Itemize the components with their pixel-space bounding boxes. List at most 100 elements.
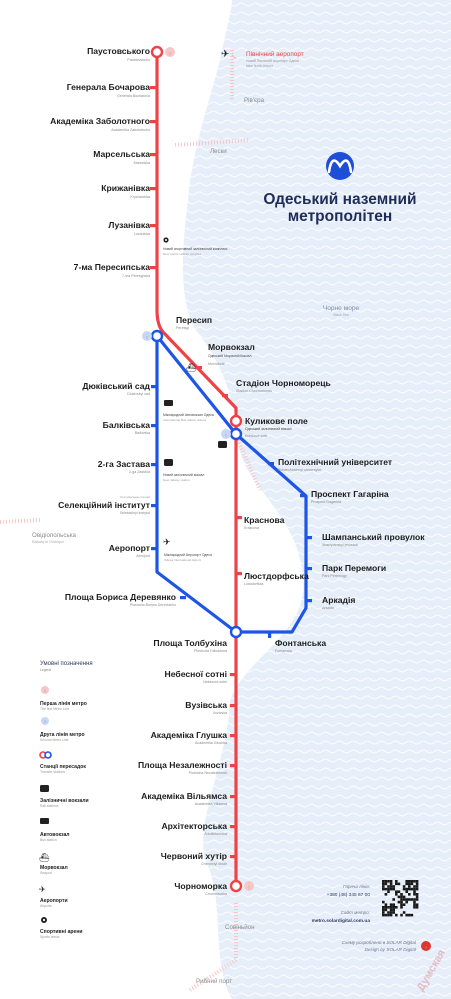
qr-cell — [382, 887, 385, 891]
station-selektsiinyi[interactable]: Селекційний інститут — [58, 500, 150, 510]
station-paustovskoho[interactable]: Паустовського — [87, 46, 150, 56]
site-link[interactable]: metro.solardigital.com.ua — [312, 918, 371, 924]
legend-bus-icon — [40, 818, 49, 824]
station-liustdorfska[interactable]: Люстдорфська — [244, 571, 309, 581]
station-tick — [196, 366, 202, 370]
rail-new-label: Новий залізничний вокзал — [163, 473, 204, 477]
station-arkadia[interactable]: Аркадія — [322, 595, 355, 605]
qr-cell — [408, 882, 411, 886]
station-marselska[interactable]: Марсельська — [93, 149, 150, 159]
qr-cell — [405, 900, 408, 904]
station-chervonyi-khutir[interactable]: Червоний хутір — [161, 851, 227, 861]
hotline-phone[interactable]: +380 (48) 345 67 00 — [327, 892, 371, 898]
station-krasnova[interactable]: Краснова — [244, 515, 285, 525]
station-glushka[interactable]: Академіка Глушка — [151, 730, 228, 740]
qr-cell — [392, 898, 395, 901]
station-tick — [151, 504, 157, 508]
sports-complex-label: Новий спортивний залізничний комплекс — [163, 247, 228, 251]
station-tolbukhina[interactable]: Площа Толбухіна — [153, 638, 227, 648]
red-station-labels: Паустовського Paustovskoho Генерала Боча… — [50, 46, 331, 896]
station-2-zastava[interactable]: 2-га Застава — [98, 459, 150, 469]
station-arkhitektorska[interactable]: Архітекторська — [161, 821, 227, 831]
transfer-circle-kulykove-red — [229, 414, 243, 428]
station-luzanivka[interactable]: Лузанівка — [108, 220, 150, 230]
qr-cell — [395, 906, 398, 909]
qr-cell — [384, 906, 388, 909]
site-label: Сайт метро: — [341, 909, 371, 915]
station-peresyp[interactable]: Пересип — [176, 315, 212, 325]
qr-cell — [387, 906, 390, 909]
legend-blue-line-num: 2 — [44, 720, 46, 724]
qr-cell — [389, 903, 393, 906]
station-translit: Fontanska — [275, 649, 292, 653]
rail-new-en: New railway station — [163, 478, 190, 482]
qr-cell — [415, 906, 419, 909]
station-translit: Ploshcha Tolbukhina — [194, 649, 227, 653]
station-tick — [236, 572, 242, 576]
station-kulykove[interactable]: Куликове поле — [245, 416, 308, 426]
legend-header-en: Legend — [40, 668, 51, 672]
qr-cell — [387, 885, 390, 888]
help-label: Гаряча лінія: — [343, 884, 371, 889]
qr-cell — [389, 913, 393, 917]
qr-cell — [400, 895, 403, 899]
qr-code-icon[interactable] — [382, 880, 419, 917]
station-nebesnoi-sotni[interactable]: Небесної сотні — [165, 669, 227, 679]
station-vuzivska[interactable]: Вузівська — [185, 700, 227, 710]
station-aeroport[interactable]: Аеропорт — [109, 543, 150, 553]
station-tick — [230, 825, 236, 829]
red-line — [155, 52, 238, 886]
qr-cell — [395, 880, 398, 883]
station-tick — [150, 86, 156, 90]
station-derevianko[interactable]: Площа Бориса Деревянко — [65, 592, 176, 602]
station-fontanska[interactable]: Фонтанська — [275, 638, 326, 648]
station-tick — [180, 596, 186, 600]
qr-cell — [402, 887, 406, 891]
station-shampanskyi[interactable]: Шампанський провулок — [322, 532, 425, 542]
transfer-circle-kulykove-blue — [229, 427, 243, 441]
qr-cell — [397, 895, 401, 899]
north-airport-label: Північний аеропорт — [246, 50, 304, 58]
qr-cell — [413, 893, 416, 896]
line-badge-red-top — [165, 47, 175, 57]
airplane-icon: ✈ — [221, 49, 229, 60]
station-bocharova[interactable]: Генерала Бочарова — [67, 82, 150, 92]
qr-cell — [402, 885, 406, 888]
north-airport-sub1: Новий Північний Аеропорт Одеса — [246, 59, 299, 63]
station-nezalezhnosti[interactable]: Площа Незалежності — [138, 760, 227, 770]
station-diukivskyi-sad[interactable]: Дюківський сад — [82, 381, 150, 391]
qr-cell — [395, 893, 398, 896]
station-tick — [268, 462, 274, 466]
station-tick — [151, 424, 157, 428]
qr-cell — [400, 906, 403, 909]
qr-cell — [384, 908, 388, 912]
station-translit: Nebesnoi sotni — [203, 680, 227, 684]
station-translit: Academika Viliamsa — [195, 802, 227, 806]
transfer-circle-tolbukhina — [229, 625, 243, 639]
qr-cell — [408, 880, 411, 883]
red-line-ticks — [150, 86, 242, 859]
station-balkivska[interactable]: Балківська — [103, 420, 151, 430]
qr-cell — [384, 893, 388, 896]
station-gagarina[interactable]: Проспект Гагаріна — [311, 489, 389, 499]
qr-cell — [413, 900, 416, 904]
station-polytechnic[interactable]: Політехнічний університет — [278, 457, 392, 467]
station-tick — [230, 734, 236, 738]
station-stadion[interactable]: Стадіон Чорноморець — [236, 378, 331, 388]
station-zabolotnoho[interactable]: Академіка Заболотного — [50, 116, 150, 126]
line-badge-red-bottom — [244, 881, 254, 891]
transfer-stations: 1 2 2 1 — [142, 45, 254, 893]
station-viliamsa[interactable]: Академіка Вільямса — [141, 791, 227, 801]
station-chornomorka[interactable]: Чорноморка — [174, 881, 227, 891]
qr-cell — [389, 882, 393, 886]
legend: Умовні позначення Legend 1 Перша лінія м… — [32, 650, 93, 944]
station-7-peresypska[interactable]: 7-ма Пересипська — [74, 262, 151, 272]
rail-main-label: Одеський залізничний вокзал — [245, 427, 292, 431]
line-badge-red-bottom-num: 1 — [248, 886, 250, 890]
station-morvokzal[interactable]: Морвокзал — [208, 342, 255, 352]
qr-cell — [397, 890, 401, 893]
station-kryzhanivka[interactable]: Крижанівка — [101, 183, 150, 193]
station-park-peremogy[interactable]: Парк Перемоги — [322, 563, 386, 573]
qr-cell — [389, 908, 393, 912]
